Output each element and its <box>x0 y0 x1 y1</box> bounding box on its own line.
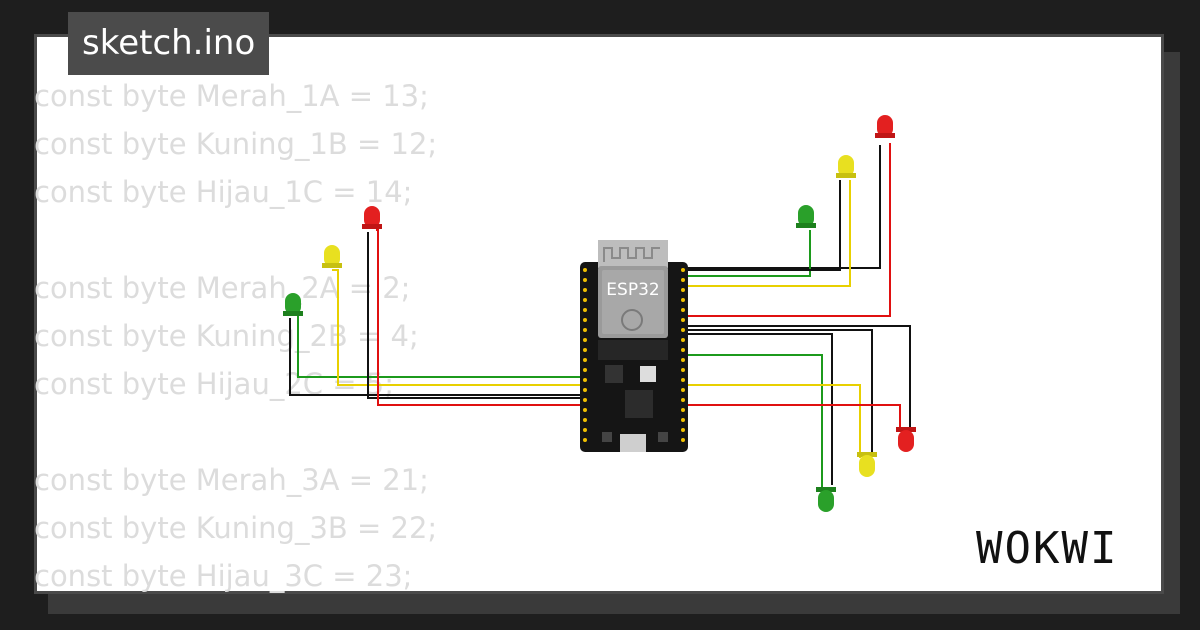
wire-red-top <box>686 143 891 317</box>
code-line: const byte Merah_2A = 2; <box>34 271 411 305</box>
wire-black-left-2 <box>367 232 585 399</box>
led-green-2 <box>796 205 816 228</box>
code-line: const byte Kuning_3B = 22; <box>34 511 438 545</box>
led-yellow-2 <box>836 155 856 178</box>
pin-header-right <box>681 268 685 442</box>
pin-header-left <box>583 268 587 442</box>
wire-black-bottom <box>686 325 911 428</box>
led-yellow-3 <box>857 452 877 477</box>
wire-red-left <box>376 229 585 406</box>
led-red-1 <box>362 206 382 229</box>
led-red-3 <box>896 427 916 452</box>
esp32-label: ESP32 <box>606 280 659 300</box>
led-yellow-1 <box>322 245 342 268</box>
led-red-2 <box>875 115 895 138</box>
wire-black-top <box>686 145 881 269</box>
wire-black-bottom-3 <box>686 333 833 485</box>
wire-green-left <box>293 311 585 378</box>
led-green-1 <box>283 293 303 316</box>
code-line: const byte Kuning_1B = 12; <box>34 127 438 161</box>
code-line: const byte Hijau_1C = 14; <box>34 175 413 209</box>
code-line: const byte Merah_3A = 21; <box>34 463 429 497</box>
code-line: const byte Hijau_3C = 23; <box>34 559 413 593</box>
wire-green-bottom <box>686 354 823 490</box>
led-green-3 <box>816 487 836 512</box>
wire-red-bottom <box>686 404 901 430</box>
wire-green-top <box>686 230 811 277</box>
wire-black-bottom-2 <box>686 329 873 455</box>
wire-yellow-left <box>332 269 585 386</box>
file-tab[interactable]: sketch.ino <box>68 12 270 75</box>
wire-black-left-1 <box>289 318 585 396</box>
code-preview: const byte Merah_1A = 13; const byte Kuni… <box>34 72 437 600</box>
wire-black-top-2 <box>686 180 841 271</box>
code-line: const byte Kuning_2B = 4; <box>34 319 419 353</box>
wokwi-logo: WOKWI <box>976 523 1119 574</box>
esp32-board: ESP32 <box>580 240 688 452</box>
wire-yellow-top <box>686 180 851 287</box>
wire-yellow-bottom <box>686 384 861 458</box>
code-line: const byte Merah_1A = 13; <box>34 79 429 113</box>
